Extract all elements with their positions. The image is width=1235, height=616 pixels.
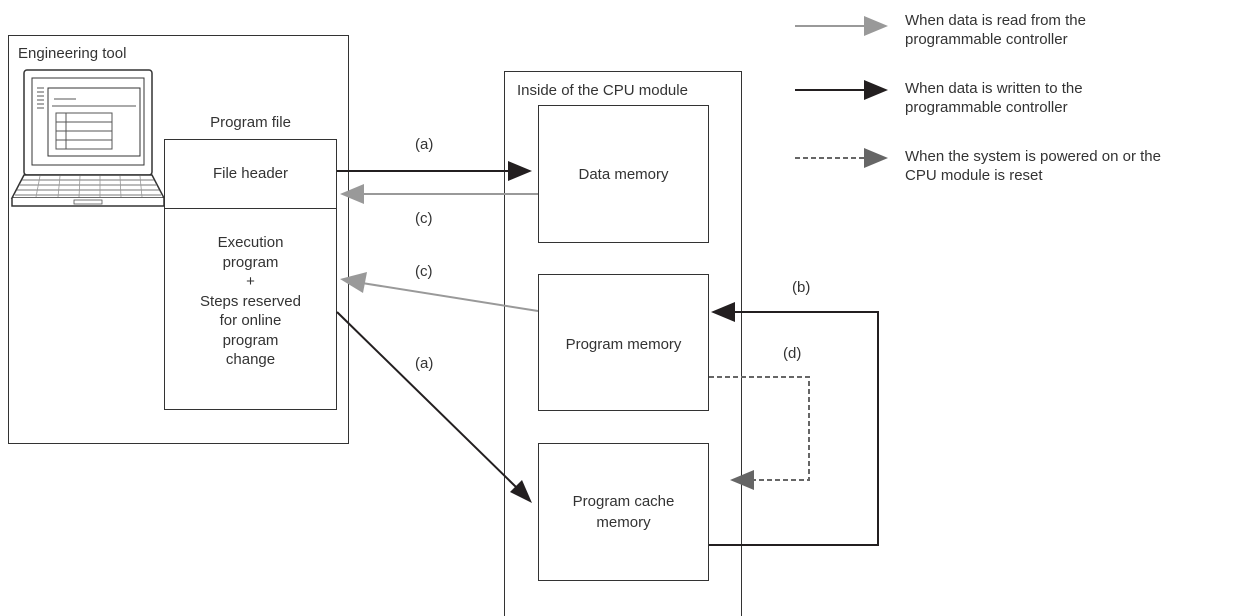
power-arrowhead-program-cache (730, 470, 754, 490)
legend-write-text: When data is written to the programmable… (905, 80, 1083, 116)
write-arrowhead-program-memory (711, 302, 735, 322)
data-memory-box (538, 105, 709, 243)
execution-program-label: Execution program + Steps reserved for o… (200, 234, 301, 368)
label-c-middle: (c) (415, 263, 433, 280)
legend-read-arrowhead (864, 16, 888, 36)
file-header-label: File header (212, 165, 289, 182)
file-header-box (164, 139, 337, 209)
read-arrow-from-program-memory (361, 282, 539, 312)
program-memory-box (538, 274, 709, 411)
program-memory-label: Program memory (565, 336, 682, 353)
label-b: (b) (792, 279, 811, 296)
power-arrow-memory-to-cache (709, 376, 810, 481)
read-arrowhead-execution-program (340, 272, 367, 293)
cpu-module-title: Inside of the CPU module (517, 82, 688, 99)
program-cache-memory-box (538, 443, 709, 581)
data-memory-label: Data memory (578, 166, 669, 183)
read-arrowhead-file-header (340, 184, 364, 204)
legend-write-arrowhead (864, 80, 888, 100)
program-file-title: Program file (210, 114, 291, 131)
label-d: (d) (783, 345, 802, 362)
program-cache-memory-label: Program cache memory (572, 493, 675, 531)
legend-power-text: When the system is powered on or the CPU… (905, 148, 1161, 184)
label-a-bottom: (a) (415, 355, 434, 372)
legend-power-arrowhead (864, 148, 888, 168)
laptop-icon (10, 69, 166, 207)
legend-read-text: When data is read from the programmable … (905, 12, 1086, 48)
execution-program-box (164, 208, 337, 410)
label-a-top: (a) (415, 136, 434, 153)
label-c-top: (c) (415, 210, 433, 227)
engineering-tool-title: Engineering tool (18, 45, 127, 62)
write-arrow-cache-to-program-memory (709, 311, 879, 546)
write-arrowhead-data-memory (508, 161, 532, 181)
write-arrowhead-program-cache (510, 480, 532, 503)
write-arrow-to-program-cache (336, 311, 517, 488)
